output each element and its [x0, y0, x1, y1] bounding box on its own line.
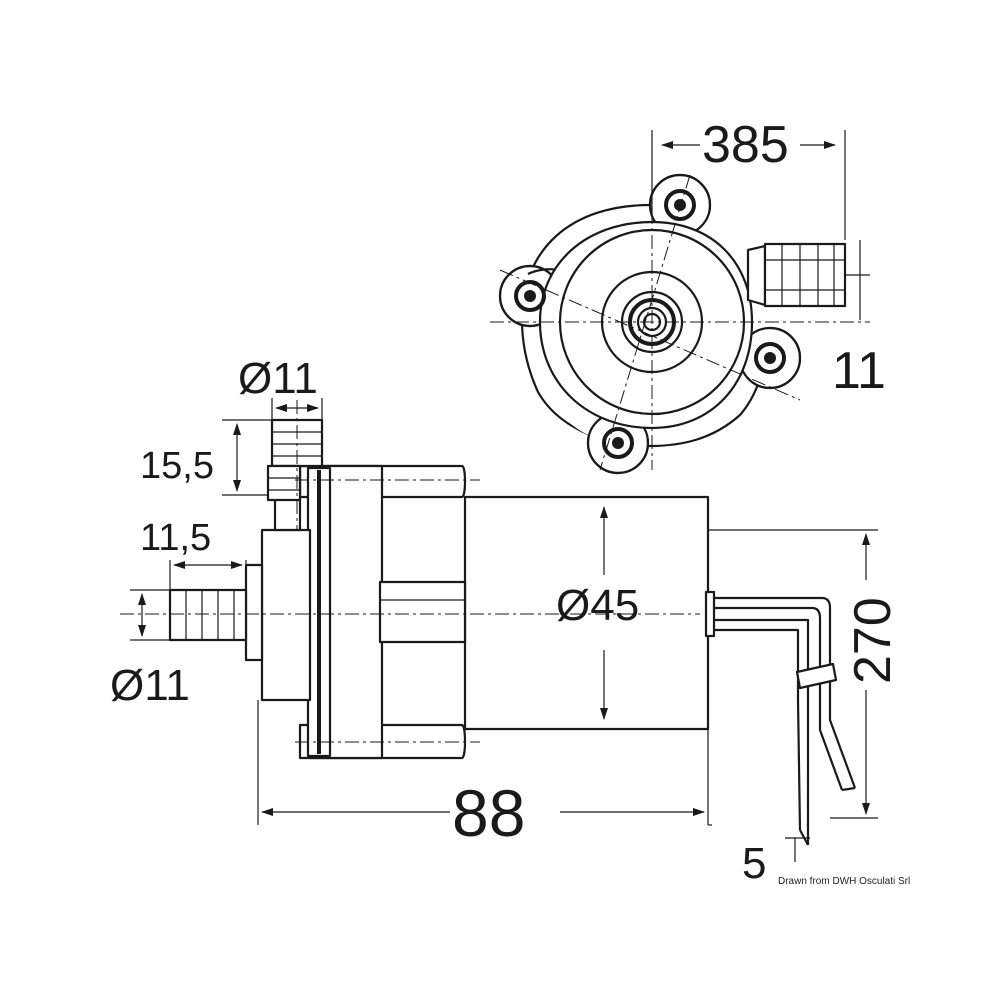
motor-body — [463, 495, 710, 731]
pump-side-view — [120, 398, 878, 862]
dim-cable-length: 270 — [844, 597, 902, 684]
dim-wire-offset: 5 — [742, 839, 766, 888]
credit-caption: Drawn from DWH Osculati Srl — [778, 876, 910, 887]
dim-port-length-lower: 11,5 — [140, 517, 211, 559]
dim-port-length-upper: 15,5 — [140, 445, 214, 487]
pump-head-front-view — [490, 130, 870, 475]
dim-overall-length: 88 — [452, 776, 525, 850]
dim-top-width: 385 — [702, 116, 789, 174]
power-wires — [714, 596, 857, 846]
dim-top-height: 11 — [832, 342, 886, 400]
lower-hose-barb — [168, 588, 248, 642]
screw-heads — [514, 189, 786, 459]
dim-port-diameter-upper: Ø11 — [238, 354, 318, 403]
outlet-hose-barb — [746, 242, 847, 308]
dim-port-diameter-lower: Ø11 — [110, 661, 190, 710]
dim-motor-diameter: Ø45 — [556, 581, 639, 630]
